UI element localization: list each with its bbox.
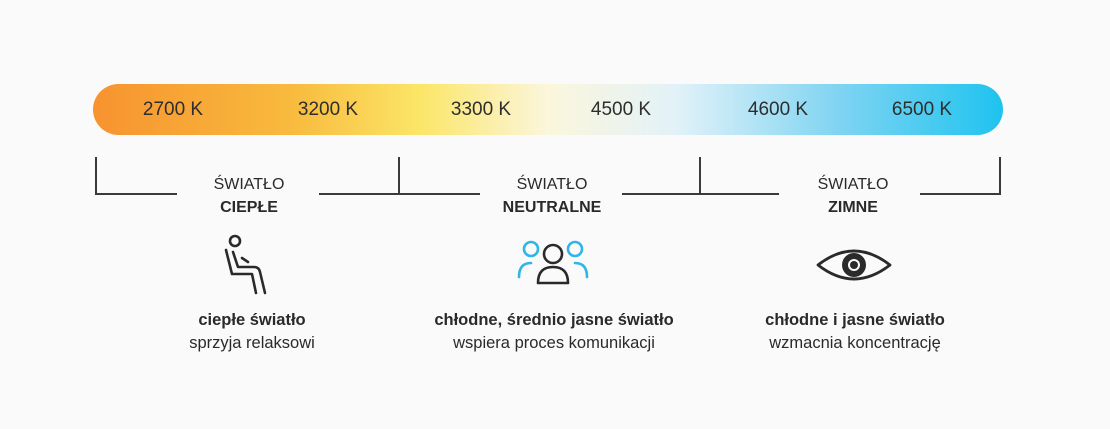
description-title: ciepłe światło: [198, 311, 306, 329]
description-text: wspiera proces komunikacji: [453, 334, 655, 352]
reclining-person-icon: [224, 234, 267, 295]
zone-label-neutral: ŚWIATŁO NEUTRALNE: [452, 173, 652, 219]
zone-description-cold: chłodne i jasne światło wzmacnia koncent…: [695, 309, 1015, 355]
zone-label-cold: ŚWIATŁO ZIMNE: [753, 173, 953, 219]
zone-label-warm: ŚWIATŁO CIEPŁE: [149, 173, 349, 219]
description-title: chłodne i jasne światło: [765, 311, 945, 329]
color-temperature-gradient-bar: [93, 84, 1003, 135]
zone-name-warm: CIEPŁE: [220, 199, 278, 216]
zone-label-light: ŚWIATŁO: [516, 176, 588, 193]
temp-label-4500: 4500 K: [590, 99, 652, 120]
description-title: chłodne, średnio jasne światło: [434, 311, 674, 329]
description-text: wzmacnia koncentrację: [769, 334, 941, 352]
zone-description-neutral: chłodne, średnio jasne światło wspiera p…: [394, 309, 714, 355]
zone-label-light: ŚWIATŁO: [817, 176, 889, 193]
temp-label-4600: 4600 K: [747, 99, 809, 120]
temp-label-2700: 2700 K: [142, 99, 204, 120]
eye-icon: [816, 249, 892, 281]
zone-label-light: ŚWIATŁO: [213, 176, 285, 193]
zone-description-warm: ciepłe światło sprzyja relaksowi: [92, 309, 412, 355]
temp-label-3300: 3300 K: [450, 99, 512, 120]
description-text: sprzyja relaksowi: [189, 334, 315, 352]
temp-label-3200: 3200 K: [297, 99, 359, 120]
people-group-icon: [517, 240, 589, 285]
zone-name-cold: ZIMNE: [828, 199, 878, 216]
zone-name-neutral: NEUTRALNE: [502, 199, 602, 216]
temp-label-6500: 6500 K: [891, 99, 953, 120]
